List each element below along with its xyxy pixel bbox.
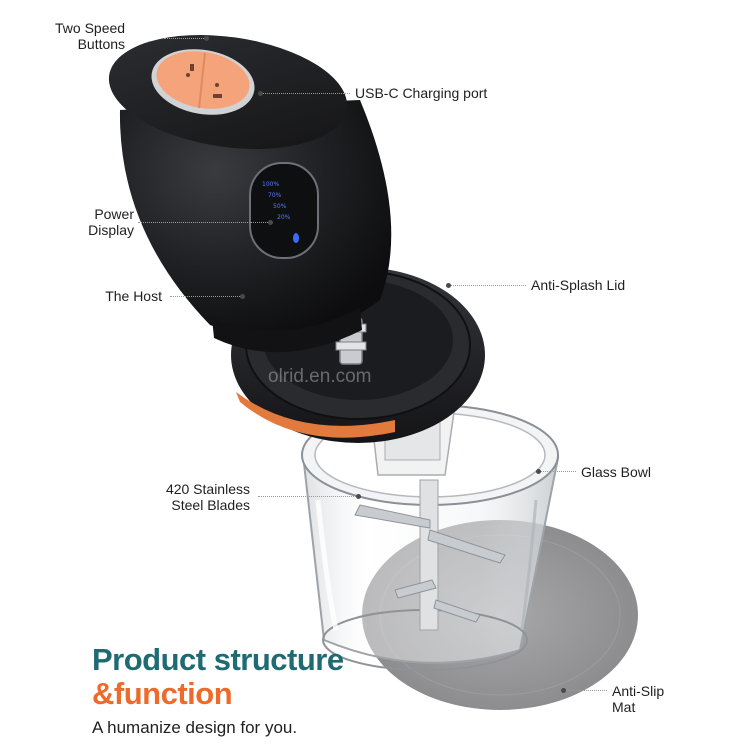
pin-bowl <box>536 469 541 474</box>
glass-bowl-label: Glass Bowl <box>581 464 652 480</box>
battery-level-2: 70% <box>268 192 282 199</box>
two-speed-buttons-label: Two Speed Buttons <box>55 20 126 52</box>
battery-level-1: 100% <box>262 181 279 188</box>
pin-blades <box>356 494 361 499</box>
leader-two-speed <box>164 38 206 39</box>
power-display: 100% 70% 50% 20% <box>249 162 319 259</box>
power-display-label: Power Display <box>88 206 134 238</box>
pin-usb <box>258 91 263 96</box>
leader-power-display <box>138 222 268 223</box>
leader-mat <box>565 690 607 691</box>
headline-line-2: &function <box>92 676 233 711</box>
watermark: olrid.en.com <box>268 366 372 387</box>
leader-host <box>170 296 240 297</box>
speed-buttons <box>151 49 255 115</box>
pin-lid <box>446 283 451 288</box>
anti-splash-lid-label: Anti-Splash Lid <box>531 277 626 293</box>
power-led-icon <box>293 233 299 243</box>
leader-lid <box>450 285 526 286</box>
host-label: The Host <box>105 288 162 304</box>
pin-power-display <box>268 220 273 225</box>
pin-mat <box>561 688 566 693</box>
usb-c-port-label: USB-C Charging port <box>355 85 488 101</box>
anti-slip-mat-label: Anti-Slip Mat <box>612 683 665 715</box>
pin-two-speed <box>204 36 209 41</box>
leader-usb <box>262 93 350 94</box>
battery-level-4: 20% <box>277 214 291 221</box>
leader-bowl <box>540 471 576 472</box>
pin-host <box>240 294 245 299</box>
tagline: A humanize design for you. <box>92 718 298 737</box>
headline-line-1: Product structure <box>92 642 344 677</box>
leader-blades <box>258 496 358 497</box>
steel-blades-label: 420 Stainless Steel Blades <box>165 481 250 513</box>
battery-level-3: 50% <box>273 203 287 210</box>
